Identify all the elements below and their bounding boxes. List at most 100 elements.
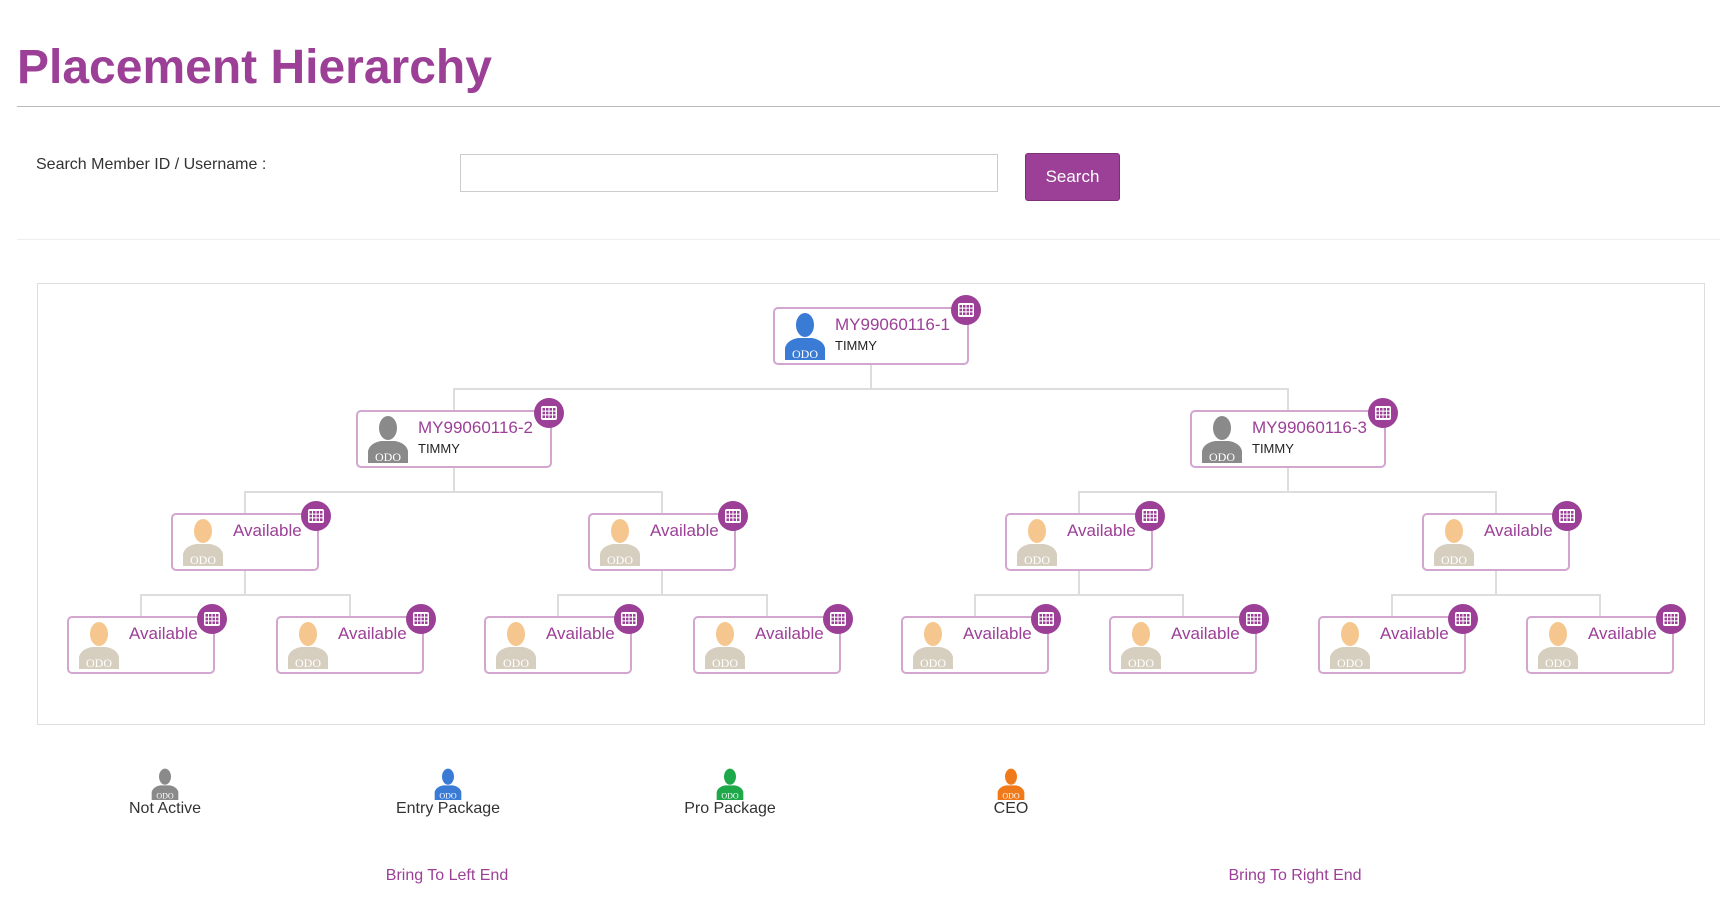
member-avatar-icon: ODO xyxy=(286,621,330,670)
tree-node[interactable]: ODO Available xyxy=(484,604,644,674)
svg-text:ODO: ODO xyxy=(190,553,216,566)
grid-icon[interactable] xyxy=(1656,604,1686,634)
member-avatar-icon: ODO xyxy=(1200,415,1244,464)
svg-text:ODO: ODO xyxy=(439,792,457,800)
legend-label: CEO xyxy=(993,800,1029,817)
divider xyxy=(17,106,1720,107)
member-avatar-icon: ODO xyxy=(366,415,410,464)
connector-line xyxy=(244,490,246,513)
connector-line xyxy=(1599,593,1601,616)
connector-line xyxy=(661,571,663,594)
member-name: TIMMY xyxy=(835,338,877,353)
svg-text:ODO: ODO xyxy=(1545,656,1571,669)
search-label: Search Member ID / Username : xyxy=(36,156,267,173)
grid-icon[interactable] xyxy=(1552,501,1582,531)
member-name: TIMMY xyxy=(418,441,460,456)
pro-person-icon: ODO xyxy=(650,768,810,800)
member-avatar-icon: ODO xyxy=(703,621,747,670)
grid-icon[interactable] xyxy=(718,501,748,531)
connector-line xyxy=(661,490,663,513)
member-id: Available xyxy=(233,521,302,540)
grid-icon[interactable] xyxy=(1031,604,1061,634)
grid-icon[interactable] xyxy=(1135,501,1165,531)
grid-icon[interactable] xyxy=(1448,604,1478,634)
connector-line xyxy=(349,593,351,616)
member-id: Available xyxy=(338,624,407,643)
member-id: MY99060116-2 xyxy=(418,418,533,437)
connector-line xyxy=(974,593,976,616)
connector-line xyxy=(453,387,455,410)
member-avatar-icon: ODO xyxy=(1119,621,1163,670)
member-avatar-icon: ODO xyxy=(494,621,538,670)
connector-line xyxy=(1391,593,1393,616)
tree-node[interactable]: ODO MY99060116-2 TIMMY xyxy=(356,398,564,468)
tree-node[interactable]: ODO MY99060116-1 TIMMY xyxy=(773,295,981,365)
svg-text:ODO: ODO xyxy=(712,656,738,669)
connector-line xyxy=(1078,490,1080,513)
tree-node[interactable]: ODO Available xyxy=(67,604,227,674)
member-id: MY99060116-1 xyxy=(835,315,950,334)
connector-line xyxy=(1495,571,1497,594)
connector-line xyxy=(558,593,767,596)
divider xyxy=(17,239,1720,240)
grid-icon[interactable] xyxy=(1239,604,1269,634)
legend-label: Pro Package xyxy=(684,800,776,817)
tree-node[interactable]: ODO Available xyxy=(1422,501,1582,571)
bring-to-right-end-link[interactable]: Bring To Right End xyxy=(1228,867,1362,884)
grid-icon[interactable] xyxy=(301,501,331,531)
grid-icon[interactable] xyxy=(1368,398,1398,428)
member-avatar-icon: ODO xyxy=(1536,621,1580,670)
tree-node[interactable]: ODO Available xyxy=(1109,604,1269,674)
member-id: Available xyxy=(129,624,198,643)
member-id: Available xyxy=(1171,624,1240,643)
member-avatar-icon: ODO xyxy=(783,312,827,361)
connector-line xyxy=(1287,468,1289,491)
tree-node[interactable]: ODO Available xyxy=(1526,604,1686,674)
connector-line xyxy=(557,593,559,616)
member-id: Available xyxy=(1380,624,1449,643)
grid-icon[interactable] xyxy=(197,604,227,634)
page-title: Placement Hierarchy xyxy=(17,41,492,94)
tree-node[interactable]: ODO Available xyxy=(1005,501,1165,571)
svg-text:ODO: ODO xyxy=(295,656,321,669)
connector-line xyxy=(454,387,1288,390)
not-active-person-icon: ODO xyxy=(85,768,245,800)
svg-text:ODO: ODO xyxy=(721,792,739,800)
grid-icon[interactable] xyxy=(614,604,644,634)
connector-line xyxy=(766,593,768,616)
tree-node[interactable]: ODO Available xyxy=(901,604,1061,674)
connector-line xyxy=(1495,490,1497,513)
hierarchy-tree xyxy=(37,283,1705,725)
member-id: Available xyxy=(755,624,824,643)
entry-person-icon: ODO xyxy=(368,768,528,800)
connector-line xyxy=(244,571,246,594)
grid-icon[interactable] xyxy=(823,604,853,634)
legend-label: Entry Package xyxy=(395,800,501,817)
search-input[interactable] xyxy=(460,154,998,192)
svg-text:ODO: ODO xyxy=(375,450,401,463)
search-button[interactable]: Search xyxy=(1025,153,1120,201)
tree-node[interactable]: ODO Available xyxy=(276,604,436,674)
tree-node[interactable]: ODO Available xyxy=(171,501,331,571)
connector-line xyxy=(870,365,872,388)
connector-line xyxy=(1287,387,1289,410)
tree-node[interactable]: ODO Available xyxy=(588,501,748,571)
tree-node[interactable]: ODO Available xyxy=(1318,604,1478,674)
grid-icon[interactable] xyxy=(951,295,981,325)
grid-icon[interactable] xyxy=(406,604,436,634)
svg-text:ODO: ODO xyxy=(86,656,112,669)
bring-to-left-end-link[interactable]: Bring To Left End xyxy=(385,867,509,884)
grid-icon[interactable] xyxy=(534,398,564,428)
legend-label: Not Active xyxy=(128,800,202,817)
connector-line xyxy=(140,593,142,616)
tree-node[interactable]: ODO Available xyxy=(693,604,853,674)
svg-text:ODO: ODO xyxy=(920,656,946,669)
svg-text:ODO: ODO xyxy=(792,347,818,360)
tree-node[interactable]: ODO MY99060116-3 TIMMY xyxy=(1190,398,1398,468)
member-avatar-icon: ODO xyxy=(598,518,642,567)
connector-line xyxy=(975,593,1183,596)
